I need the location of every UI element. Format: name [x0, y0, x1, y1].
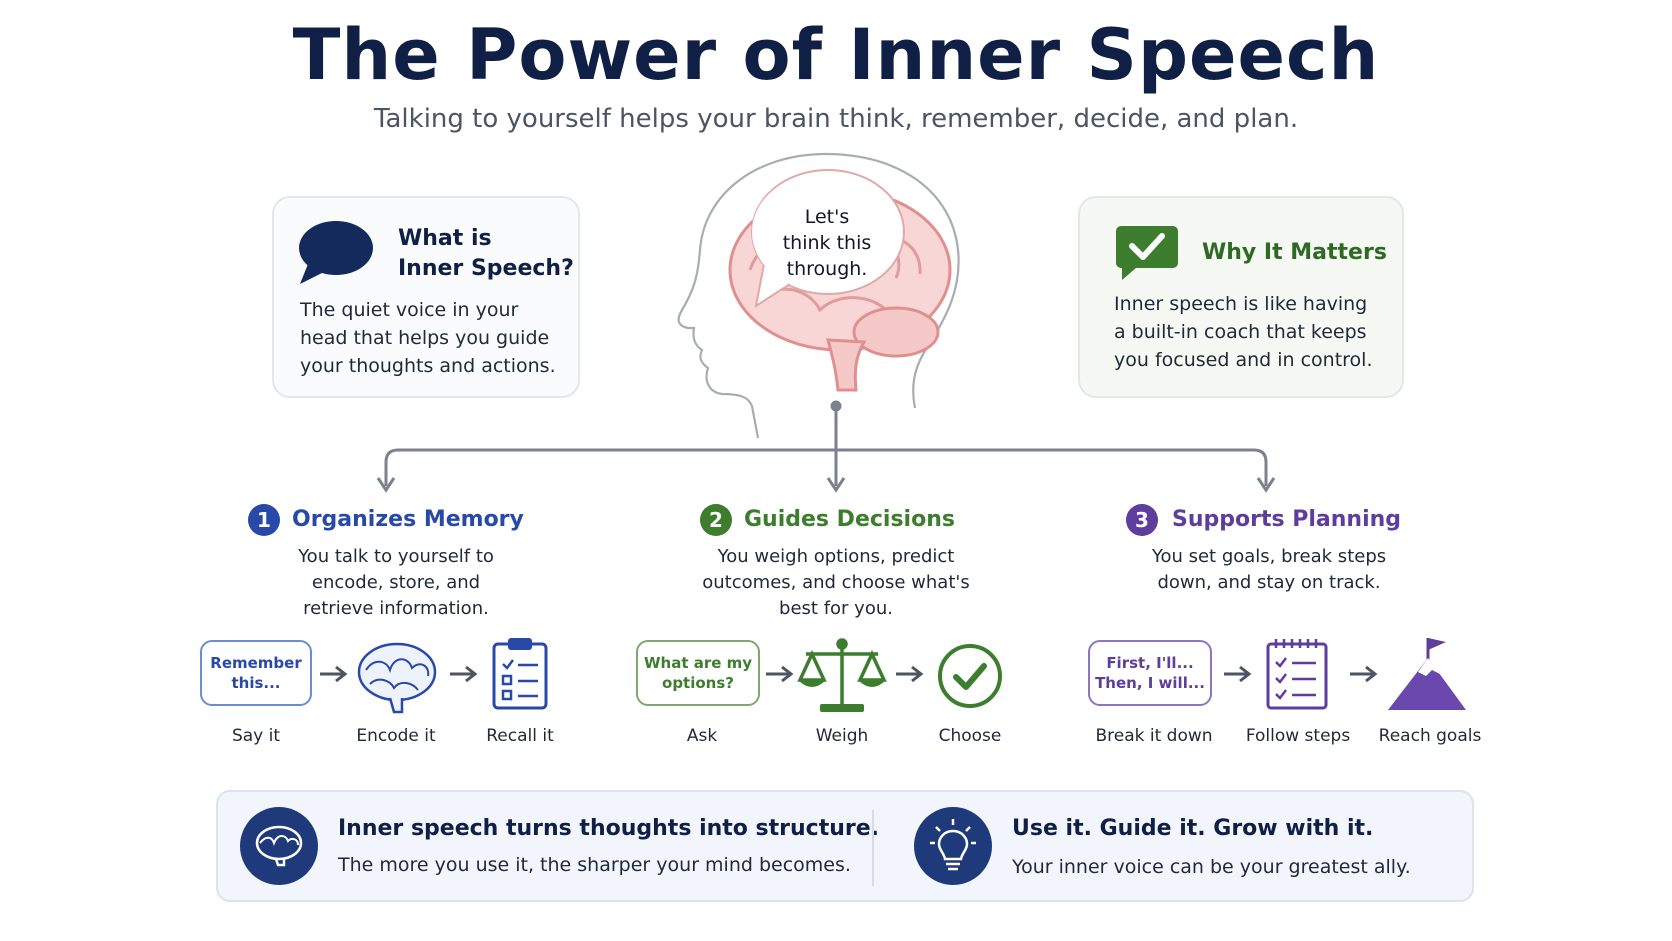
arrow-right-icon — [320, 665, 348, 683]
bubble-line: Let's — [804, 206, 850, 228]
why-body-line: you focused and in control. — [1114, 349, 1373, 371]
bubble-text-line: Remember — [210, 654, 302, 672]
scale-icon — [797, 638, 887, 712]
step-label: Break it down — [1095, 726, 1213, 746]
step-label: Weigh — [815, 726, 869, 746]
step-label: Follow steps — [1245, 726, 1351, 746]
footer-left-body: The more you use it, the sharper your mi… — [338, 854, 851, 876]
brain-icon — [357, 642, 437, 714]
speech-bubble-icon — [299, 221, 373, 284]
why-it-matters-card: Why It Matters Inner speech is like havi… — [1078, 196, 1404, 398]
bubble-line: through. — [786, 258, 868, 280]
section-2-desc-line: outcomes, and choose what's — [702, 572, 970, 593]
section-1-desc-line: You talk to yourself to — [298, 546, 494, 567]
lightbulb-icon — [930, 819, 976, 871]
page-title: The Power of Inner Speech — [292, 14, 1380, 96]
step-label: Say it — [231, 726, 281, 746]
page-subtitle: Talking to yourself helps your brain thi… — [373, 104, 1299, 134]
what-is-body-line: your thoughts and actions. — [300, 355, 556, 377]
section-1-desc-line: encode, store, and — [311, 572, 481, 593]
step-label: Reach goals — [1378, 726, 1482, 746]
checklist-notepad-icon — [1266, 639, 1328, 710]
arrow-right-icon — [896, 665, 924, 683]
what-is-title-line1: What is — [398, 226, 492, 251]
what-is-body-line: The quiet voice in your — [300, 299, 519, 321]
section-2-desc-line: You weigh options, predict — [717, 546, 955, 567]
footer-brain-badge — [240, 807, 318, 885]
section-2-desc-line: best for you. — [779, 598, 893, 619]
section-2-badge: 2 — [700, 504, 732, 536]
bubble-text-line: Then, I will... — [1095, 674, 1205, 692]
bubble-line: think this — [782, 232, 872, 254]
footer-divider — [872, 810, 874, 886]
footer-lightbulb-badge — [914, 807, 992, 885]
why-it-matters-title: Why It Matters — [1202, 240, 1387, 265]
section-3-badge: 3 — [1126, 504, 1158, 536]
clipboard-icon — [492, 638, 548, 710]
why-body-line: Inner speech is like having — [1114, 293, 1368, 315]
what-is-title-line2: Inner Speech? — [398, 256, 574, 281]
what-is-body-line: head that helps you guide — [300, 327, 550, 349]
section-3-desc-line: down, and stay on track. — [1157, 572, 1381, 593]
section-1-desc-line: retrieve information. — [303, 598, 489, 619]
bubble-text-line: options? — [662, 674, 734, 692]
section-3-title: Supports Planning — [1172, 507, 1402, 532]
bubble-text-line: this... — [231, 674, 281, 692]
checkmark-icon — [1116, 226, 1178, 280]
remember-bubble: Remember this... — [200, 640, 312, 706]
step-label: Ask — [686, 726, 718, 746]
mountain-flag-icon — [1388, 638, 1466, 710]
footer-banner: Inner speech turns thoughts into structu… — [216, 790, 1474, 902]
section-1-badge: 1 — [248, 504, 280, 536]
brain-icon — [255, 825, 303, 867]
arrow-right-icon — [1224, 665, 1252, 683]
arrow-right-icon — [1350, 665, 1378, 683]
head-brain-illustration — [677, 152, 960, 439]
step-label: Recall it — [486, 726, 554, 746]
section-1-title: Organizes Memory — [292, 507, 524, 532]
bubble-text-line: First, I'll... — [1106, 654, 1194, 672]
step-label: Encode it — [356, 726, 436, 746]
plan-bubble: First, I'll... Then, I will... — [1088, 640, 1212, 706]
arrow-right-icon — [766, 665, 794, 683]
what-is-card: What is Inner Speech? The quiet voice in… — [272, 196, 580, 398]
bubble-text-line: What are my — [643, 654, 753, 672]
footer-right-title: Use it. Guide it. Grow with it. — [1012, 816, 1374, 841]
why-body-line: a built-in coach that keeps — [1114, 321, 1367, 343]
section-2-title: Guides Decisions — [744, 507, 955, 532]
check-circle-icon — [938, 644, 1002, 708]
step-label: Choose — [938, 726, 1002, 746]
section-3-desc-line: You set goals, break steps — [1151, 546, 1387, 567]
arrow-right-icon — [450, 665, 478, 683]
footer-right-body: Your inner voice can be your greatest al… — [1012, 856, 1411, 878]
options-bubble: What are my options? — [636, 640, 760, 706]
footer-left-title: Inner speech turns thoughts into structu… — [338, 816, 880, 841]
